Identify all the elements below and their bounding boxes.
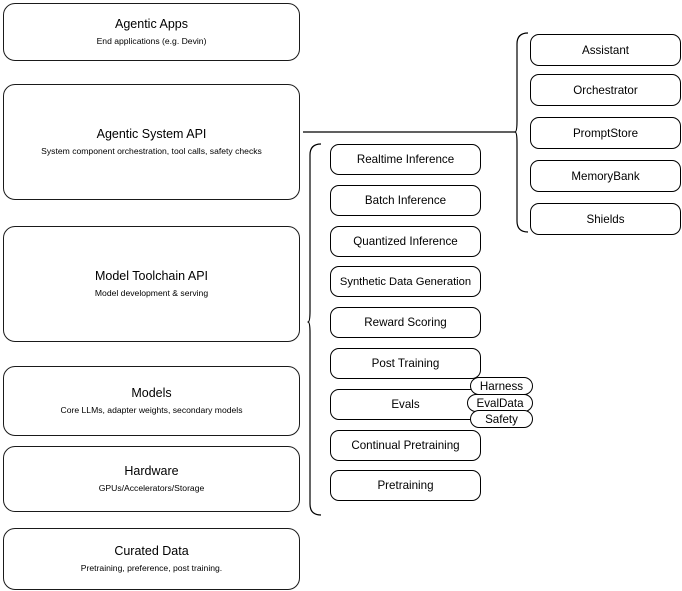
layer-agentic-apps[interactable]: Agentic Apps End applications (e.g. Devi…: [3, 3, 300, 61]
bracket-agentic-system: [514, 32, 529, 233]
component-label: PromptStore: [572, 126, 639, 140]
layer-subtitle: Pretraining, preference, post training.: [80, 563, 223, 574]
component-quantized-inference[interactable]: Quantized Inference: [330, 226, 481, 257]
component-label: Quantized Inference: [353, 235, 458, 248]
component-label: Batch Inference: [364, 194, 447, 207]
component-label: Orchestrator: [573, 83, 638, 97]
eval-pill-harness[interactable]: Harness: [470, 377, 533, 395]
component-reward-scoring[interactable]: Reward Scoring: [330, 307, 481, 338]
layer-agentic-system-api[interactable]: Agentic System API System component orch…: [3, 84, 300, 200]
component-realtime-inference[interactable]: Realtime Inference: [330, 144, 481, 175]
eval-pill-label: EvalData: [476, 396, 524, 410]
component-label: Post Training: [371, 357, 440, 370]
layer-subtitle: Model development & serving: [94, 288, 209, 299]
component-batch-inference[interactable]: Batch Inference: [330, 185, 481, 216]
component-label: Assistant: [581, 43, 630, 57]
layer-subtitle: System component orchestration, tool cal…: [41, 146, 262, 157]
component-promptstore[interactable]: PromptStore: [530, 117, 681, 149]
component-label: MemoryBank: [571, 169, 640, 183]
layer-subtitle: End applications (e.g. Devin): [96, 36, 207, 47]
component-continual-pretraining[interactable]: Continual Pretraining: [330, 430, 481, 461]
component-evals[interactable]: Evals: [330, 389, 481, 420]
layer-title: Models: [131, 385, 172, 400]
component-label: Continual Pretraining: [351, 439, 460, 452]
component-label: Evals: [391, 398, 420, 411]
component-pretraining[interactable]: Pretraining: [330, 470, 481, 501]
component-label: Synthetic Data Generation: [339, 275, 472, 288]
bracket-model-toolchain: [307, 143, 322, 516]
component-post-training[interactable]: Post Training: [330, 348, 481, 379]
component-synthetic-data-generation[interactable]: Synthetic Data Generation: [330, 266, 481, 297]
component-assistant[interactable]: Assistant: [530, 34, 681, 66]
component-orchestrator[interactable]: Orchestrator: [530, 74, 681, 106]
layer-hardware[interactable]: Hardware GPUs/Accelerators/Storage: [3, 446, 300, 512]
component-label: Shields: [586, 212, 625, 226]
layer-subtitle: Core LLMs, adapter weights, secondary mo…: [60, 405, 243, 416]
layer-title: Agentic Apps: [115, 16, 188, 31]
layer-subtitle: GPUs/Accelerators/Storage: [98, 483, 205, 494]
layer-model-toolchain-api[interactable]: Model Toolchain API Model development & …: [3, 226, 300, 342]
layer-title: Curated Data: [114, 543, 189, 558]
component-shields[interactable]: Shields: [530, 203, 681, 235]
layer-curated-data[interactable]: Curated Data Pretraining, preference, po…: [3, 528, 300, 590]
layer-title: Hardware: [124, 463, 179, 478]
layer-models[interactable]: Models Core LLMs, adapter weights, secon…: [3, 366, 300, 436]
eval-pill-label: Harness: [479, 379, 524, 393]
component-label: Reward Scoring: [364, 316, 447, 329]
component-label: Pretraining: [377, 479, 434, 492]
eval-pill-safety[interactable]: Safety: [470, 410, 533, 428]
layer-title: Model Toolchain API: [94, 268, 209, 283]
eval-pill-label: Safety: [485, 412, 518, 426]
component-label: Realtime Inference: [356, 153, 455, 166]
component-memorybank[interactable]: MemoryBank: [530, 160, 681, 192]
layer-title: Agentic System API: [96, 126, 207, 141]
